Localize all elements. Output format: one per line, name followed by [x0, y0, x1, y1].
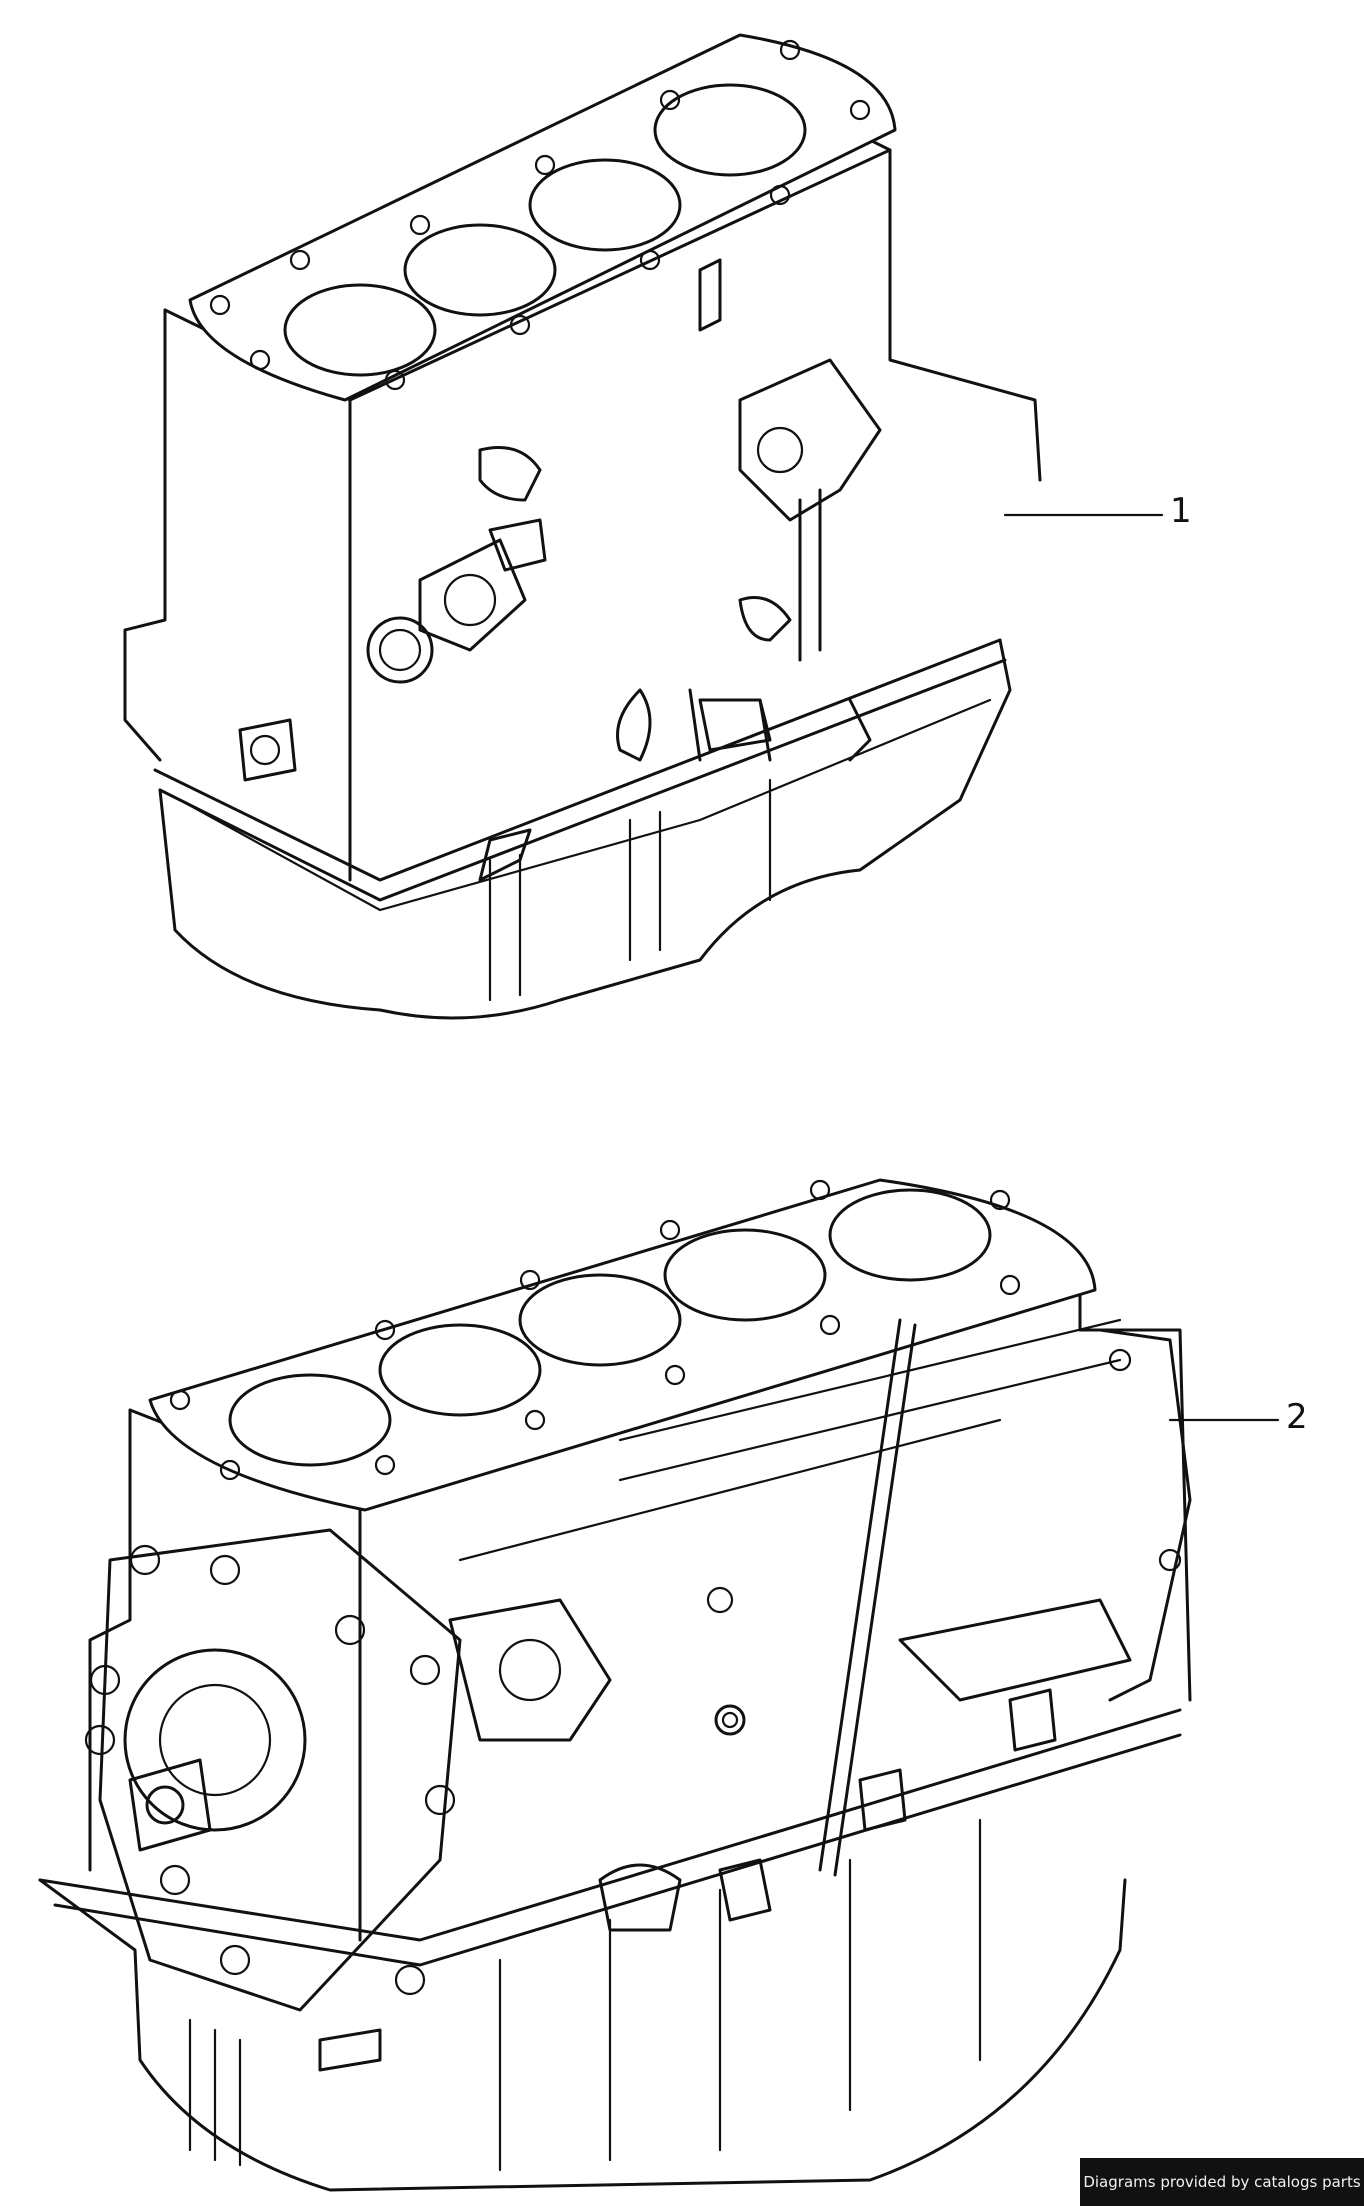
footer-credit: Diagrams provided by catalogs parts [1080, 2158, 1364, 2206]
callout-2-label: 2 [1286, 1397, 1308, 1437]
engine-block-1 [123, 33, 1164, 1020]
engine-block-2 [38, 1178, 1280, 2192]
footer-credit-text: Diagrams provided by catalogs parts [1083, 2173, 1361, 2191]
callout-1-label: 1 [1170, 491, 1192, 531]
